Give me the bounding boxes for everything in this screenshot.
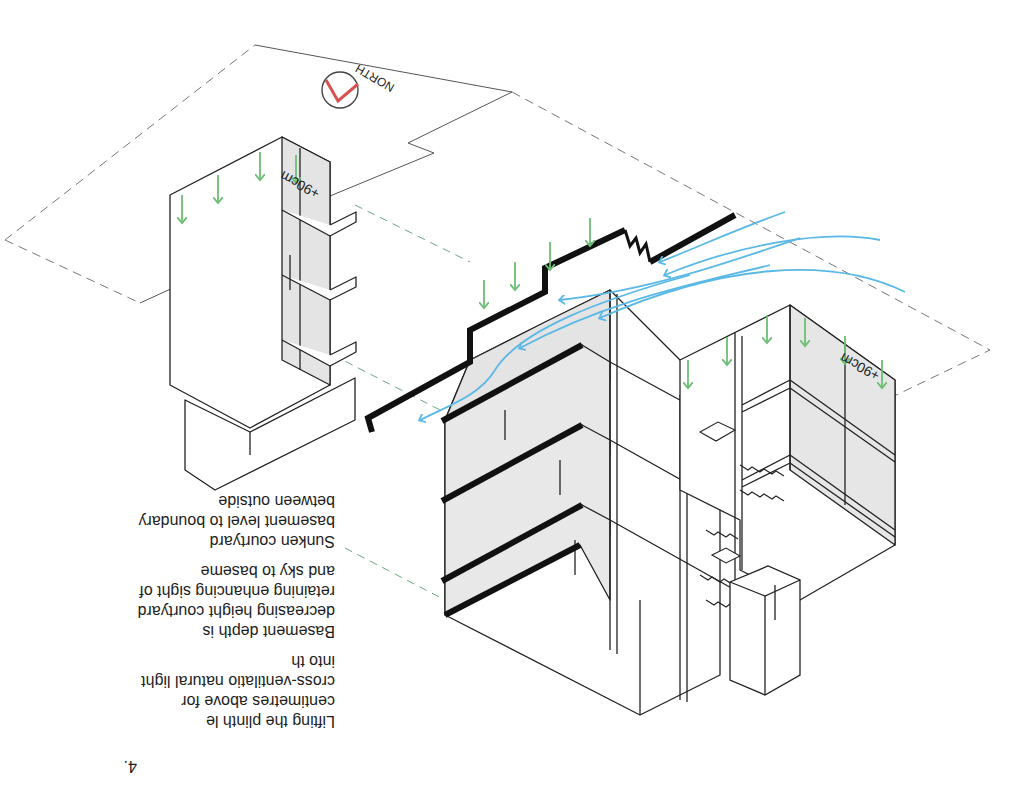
drawing-g <box>420 212 905 420</box>
drawing-line <box>726 337 728 364</box>
drawing-path <box>520 265 770 348</box>
drawing-path <box>600 270 905 318</box>
drawing-line <box>442 345 582 421</box>
drawing-line <box>741 336 742 570</box>
drawing-line <box>345 548 445 600</box>
drawing-line <box>259 152 261 179</box>
drawing-line <box>764 596 765 695</box>
level-dimension: +90cm <box>278 168 323 202</box>
drawing-polyline <box>282 275 356 300</box>
drawing-polyline <box>742 380 895 455</box>
drawing-g <box>170 137 356 490</box>
drawing-line <box>609 290 610 650</box>
note-paragraph: Lifting the plinth le centimetres above … <box>135 651 335 731</box>
drawing-polyline <box>625 230 650 262</box>
note-paragraph: Basement depth is decreasing height cour… <box>135 561 335 641</box>
drawing-line <box>559 460 560 495</box>
drawing-polygon <box>680 305 895 600</box>
drawing-line <box>445 545 580 615</box>
drawing-g <box>182 152 882 387</box>
drawing-polygon <box>445 505 610 615</box>
north-label: NORTH <box>353 61 397 94</box>
drawing-g <box>730 566 800 695</box>
drawing-line <box>804 318 806 345</box>
drawing-line <box>616 294 617 654</box>
drawing-line <box>355 205 470 262</box>
drawing-polyline <box>730 580 800 596</box>
level-dimension: +90cm <box>838 350 883 384</box>
drawing-path <box>665 236 880 275</box>
drawing-line <box>289 255 290 290</box>
drawing-polygon <box>700 422 735 441</box>
drawing-polyline <box>5 240 140 303</box>
drawing-line <box>881 360 883 387</box>
drawing-path <box>420 275 690 420</box>
drawing-line <box>774 585 775 620</box>
drawing-polyline <box>742 455 895 530</box>
drawing-line <box>483 280 485 307</box>
drawing-line <box>687 360 689 387</box>
drawing-line <box>844 345 845 505</box>
note-paragraph: Sunken courtyard basement level to bound… <box>135 491 335 551</box>
drawing-polyline <box>368 230 625 432</box>
drawing-polygon <box>730 566 800 695</box>
drawing-line <box>766 315 768 342</box>
drawing-line <box>734 333 735 600</box>
drawing-line <box>514 262 516 289</box>
drawing-g <box>680 305 895 600</box>
drawing-polyline <box>740 490 784 501</box>
drawing-polyline <box>740 465 784 476</box>
drawing-polyline <box>255 45 512 205</box>
drawing-line <box>181 195 183 222</box>
drawing-polyline <box>742 388 895 462</box>
drawing-polyline <box>706 530 738 539</box>
drawing-line <box>217 175 219 202</box>
drawing-polygon <box>712 548 740 563</box>
drawing-circle <box>322 72 358 108</box>
drawing-line <box>442 505 582 581</box>
drawing-path <box>326 80 358 101</box>
drawing-line <box>249 432 250 455</box>
text-column: Lifting the plinth le centimetres above … <box>135 481 335 731</box>
drawing-polyline <box>742 463 895 537</box>
drawing-line <box>504 410 505 440</box>
drawing-polyline <box>282 340 356 366</box>
drawing-line <box>549 242 551 269</box>
drawing-line <box>442 425 582 501</box>
drawing-line <box>639 600 640 715</box>
drawing-path <box>660 212 785 262</box>
drawing-line <box>589 218 591 245</box>
drawing-polygon <box>445 290 720 715</box>
drawing-polyline <box>282 210 356 236</box>
drawing-path <box>560 238 800 300</box>
figure-number: 4. <box>124 757 137 775</box>
